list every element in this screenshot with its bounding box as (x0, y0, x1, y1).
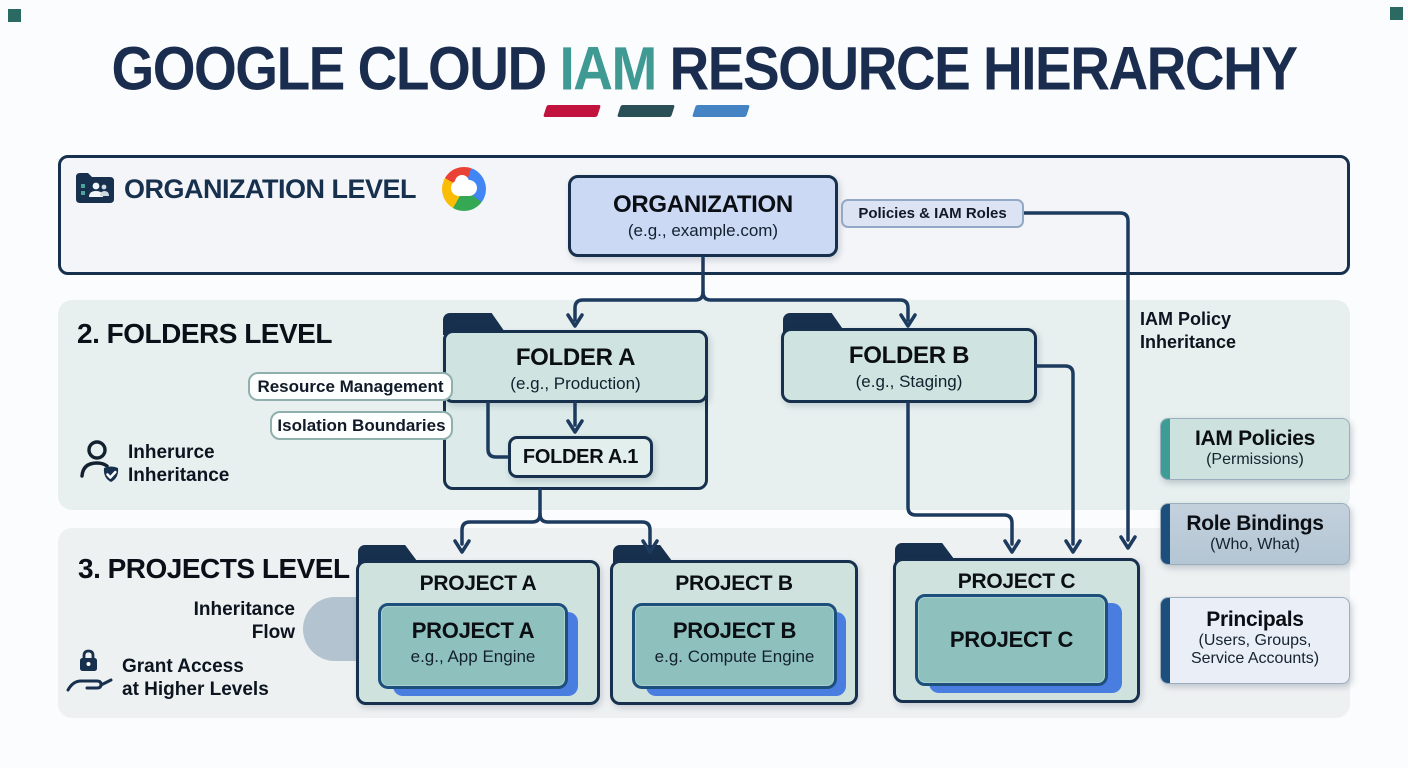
google-cloud-logo (442, 167, 486, 211)
iam-policy-inheritance-line2: Inheritance (1140, 332, 1237, 352)
projects-level-heading: 3. PROJECTS LEVEL (78, 553, 350, 584)
corner-mark (1390, 7, 1403, 20)
iam-policies-title: IAM Policies (1194, 427, 1316, 450)
iam-policy-inheritance-label: IAM Policy Inheritance (1140, 308, 1236, 354)
title-accent: IAM (559, 33, 657, 103)
title-underline-dashes (543, 104, 750, 122)
project-c-card-title: PROJECT C (949, 627, 1074, 652)
project-a-card: PROJECT A e.g., App Engine (378, 603, 568, 689)
role-bindings-title: Role Bindings (1186, 512, 1324, 535)
principals-subtitle-line2: Service Accounts) (1190, 650, 1320, 667)
role-bindings-card: Role Bindings (Who, What) (1160, 503, 1350, 565)
folder-b-subtitle: (e.g., Staging) (855, 372, 963, 391)
organization-node-subtitle: (e.g., example.com) (627, 221, 779, 240)
project-b-card: PROJECT B e.g. Compute Engine (632, 603, 837, 689)
iam-policies-accent-bar (1161, 419, 1170, 479)
folder-a1-node: FOLDER A.1 (508, 436, 653, 478)
project-b-title: PROJECT B (675, 572, 793, 595)
inheritance-flow-line2: Flow (251, 622, 295, 643)
title-part2: RESOURCE HIERARCHY (655, 33, 1298, 103)
folders-level-heading: 2. FOLDERS LEVEL (77, 318, 332, 349)
principals-card: Principals (Users, Groups, Service Accou… (1160, 597, 1350, 684)
folder-a-node: FOLDER A (e.g., Production) (443, 330, 708, 403)
grant-access-line2: at Higher Levels (122, 679, 269, 700)
resource-management-pill: Resource Management (248, 372, 453, 401)
dash-blue (691, 105, 750, 117)
policies-iam-roles-label: Policies & IAM Roles (858, 205, 1007, 222)
project-b-card-title: PROJECT B (672, 618, 797, 643)
project-a-title: PROJECT A (419, 572, 537, 595)
folder-a-subtitle: (e.g., Production) (510, 374, 641, 393)
principals-title: Principals (1206, 608, 1304, 631)
title-part1: GOOGLE CLOUD (111, 33, 560, 103)
iam-policies-subtitle: (Permissions) (1206, 451, 1304, 468)
folder-b-node: FOLDER B (e.g., Staging) (781, 328, 1037, 403)
org-section-heading: ORGANIZATION LEVEL (124, 174, 417, 204)
project-b-card-subtitle: e.g. Compute Engine (654, 647, 815, 666)
org-folder-icon (76, 173, 114, 203)
principals-subtitle-line1: (Users, Groups, (1198, 632, 1312, 649)
iam-policies-card: IAM Policies (Permissions) (1160, 418, 1350, 480)
iam-policy-inheritance-line1: IAM Policy (1140, 309, 1232, 329)
isolation-boundaries-label: Isolation Boundaries (277, 415, 446, 435)
organization-node-title: ORGANIZATION (613, 191, 793, 218)
project-a-card-title: PROJECT A (411, 618, 535, 643)
principals-accent-bar (1161, 598, 1170, 683)
inheritance-person-icon (80, 440, 119, 482)
role-bindings-subtitle: (Who, What) (1210, 536, 1300, 553)
project-c-title: PROJECT C (957, 570, 1076, 593)
folder-a1-title: FOLDER A.1 (522, 445, 639, 468)
grant-access-line1: Grant Access (122, 656, 244, 677)
project-a-card-subtitle: e.g., App Engine (410, 647, 536, 666)
isolation-boundaries-pill: Isolation Boundaries (270, 411, 453, 440)
grant-access-note: Grant Access at Higher Levels (122, 655, 269, 701)
role-bindings-accent-bar (1161, 504, 1170, 564)
folder-a-tab (443, 313, 507, 335)
folder-a-title: FOLDER A (515, 344, 636, 371)
organization-node: ORGANIZATION (e.g., example.com) (568, 175, 838, 257)
inheritance-flow-line1: Inheritance (193, 599, 295, 620)
folder-b-title: FOLDER B (848, 342, 970, 369)
project-c-card: PROJECT C (915, 594, 1108, 686)
page-title: GOOGLE CLOUD IAM RESOURCE HIERARCHY (0, 32, 1408, 104)
dash-red (543, 105, 601, 117)
resource-management-label: Resource Management (257, 376, 444, 396)
inheritance-flow-label: Inheritance Flow (160, 598, 295, 644)
dash-teal (617, 105, 676, 117)
inheritance-note-line2: Inheritance (128, 465, 230, 486)
corner-mark (8, 9, 21, 22)
grant-access-lock-hand-icon (66, 649, 113, 692)
inheritance-note-line1: Inherurce (128, 442, 215, 463)
inheritance-note: Inherurce Inheritance (128, 441, 229, 487)
policies-iam-roles-pill: Policies & IAM Roles (841, 199, 1024, 228)
